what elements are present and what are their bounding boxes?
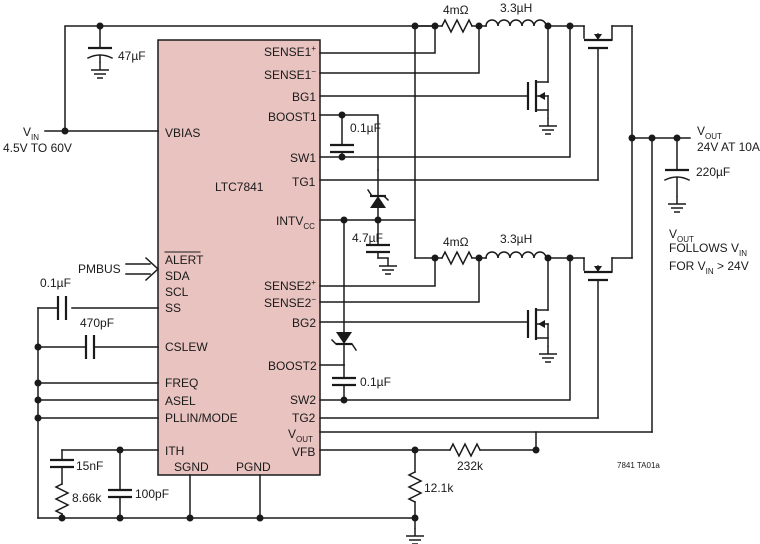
cith1-value: 15nF	[76, 459, 103, 473]
pin-boost1: BOOST1	[268, 110, 317, 124]
cboost2-value: 0.1µF	[360, 375, 391, 389]
l2-value: 3.3µH	[500, 232, 532, 246]
pin-sense2p: SENSE2+	[264, 278, 316, 293]
intvcc-network	[319, 25, 416, 366]
pin-sense1m: SENSE1−	[264, 67, 316, 82]
pin-ith: ITH	[165, 444, 184, 458]
pin-ss: SS	[165, 301, 181, 315]
pin-bg1: BG1	[292, 90, 316, 104]
rsense2-value: 4mΩ	[443, 235, 469, 249]
pin-bg2: BG2	[292, 316, 316, 330]
cout-value: 220µF	[696, 165, 730, 179]
pin-vfb: VFB	[292, 445, 315, 459]
pin-scl: SCL	[165, 285, 189, 299]
pmbus-arrow-icon	[125, 256, 160, 282]
vout-note-2: FOLLOWS VIN	[669, 241, 747, 258]
pin-sense1p: SENSE1+	[264, 44, 316, 59]
pin-alert: ALERT	[165, 253, 204, 267]
cslew-value: 470pF	[80, 316, 114, 330]
vin-range: 4.5V TO 60V	[3, 141, 72, 155]
pin-intvcc: INTVCC	[276, 214, 315, 231]
pin-cslew: CSLEW	[165, 340, 208, 354]
vout-note-3: FOR VIN > 24V	[669, 259, 749, 276]
channel-1	[319, 18, 633, 181]
ic-name: LTC7841	[215, 180, 264, 194]
pin-vbias: VBIAS	[165, 126, 200, 140]
vout-label: VOUT	[697, 124, 722, 141]
vin-network	[44, 22, 436, 135]
pin-tg2: TG2	[292, 411, 316, 425]
left-network	[34, 296, 425, 544]
pin-pllin: PLLIN/MODE	[165, 411, 238, 425]
cboost1-value: 0.1µF	[350, 121, 381, 135]
vout-network	[319, 134, 691, 529]
pin-sgnd: SGND	[174, 460, 209, 474]
pin-sense2m: SENSE2−	[264, 295, 316, 310]
cith2-value: 100pF	[135, 487, 169, 501]
pin-sw2: SW2	[290, 393, 316, 407]
ic-body	[157, 39, 321, 476]
vout-spec: 24V AT 10A	[697, 140, 760, 154]
rith-value: 8.66k	[72, 491, 102, 505]
pin-sda: SDA	[165, 269, 190, 283]
l1-value: 3.3µH	[500, 1, 532, 15]
pmbus-label: PMBUS	[78, 262, 121, 276]
css-value: 0.1µF	[40, 276, 71, 290]
vin-label: VIN	[23, 125, 39, 142]
pin-boost2: BOOST2	[268, 359, 317, 373]
rfb-top-value: 232k	[457, 459, 484, 473]
pin-tg1: TG1	[292, 175, 316, 189]
rsense1-value: 4mΩ	[443, 3, 469, 17]
pin-sw1: SW1	[290, 151, 316, 165]
pin-vout: VOUT	[288, 427, 313, 444]
cin-value: 47µF	[118, 49, 146, 63]
pin-pgnd: PGND	[236, 460, 271, 474]
rfb-bot-value: 12.1k	[424, 481, 454, 495]
cintv-value: 4.7µF	[352, 231, 383, 245]
channel-2	[319, 137, 633, 419]
pin-freq: FREQ	[165, 376, 198, 390]
vout-note-1: VOUT	[669, 227, 694, 244]
figure-code: 7841 TA01a	[617, 461, 660, 470]
pin-asel: ASEL	[165, 394, 196, 408]
